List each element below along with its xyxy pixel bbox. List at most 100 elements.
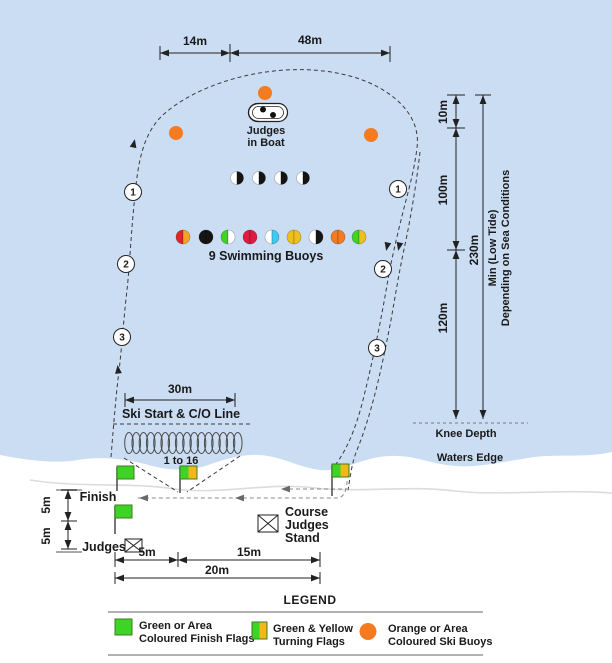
return-arrow-icon <box>139 494 148 502</box>
ski-buoy <box>169 126 183 140</box>
return-arrow-icon <box>235 494 244 502</box>
legend-item-1-line-1: Green or Area <box>139 620 213 632</box>
judge-buoy <box>280 171 288 185</box>
dim-48m: 48m <box>298 33 322 47</box>
ski-lane-oval <box>131 432 142 454</box>
ski-lane-oval <box>218 432 229 454</box>
course-marker-label: 2 <box>380 265 386 276</box>
swim-buoy <box>337 229 346 245</box>
legend-turning-flag-swatch <box>251 621 268 640</box>
ski-lane-oval <box>174 432 185 454</box>
judge-buoy <box>302 171 310 185</box>
dim-5m-lower: 5m <box>39 527 53 544</box>
funnel-line-left <box>123 457 179 493</box>
turning-flag-middle <box>179 465 198 493</box>
judges-boat-icon <box>247 102 289 123</box>
course-arrow-up-icon <box>129 139 137 149</box>
legend-orange-buoy-swatch <box>359 623 377 640</box>
ski-lane-oval <box>160 432 171 454</box>
judge-buoy <box>230 171 238 185</box>
course-marker-label: 1 <box>130 188 136 199</box>
course-judges-stand-label-1: Course <box>285 505 328 519</box>
legend-item-1-line-2: Coloured Finish Flags <box>139 633 255 645</box>
legend-item-2-line-2: Turning Flags <box>273 636 345 648</box>
course-outline <box>110 69 418 465</box>
judges-boat-label-2: in Boat <box>247 137 285 149</box>
swim-buoy <box>249 229 258 245</box>
swim-buoy <box>175 229 184 245</box>
swim-buoy <box>198 229 207 245</box>
course-arrow-down-icon <box>384 241 392 251</box>
judges-stand-icon <box>124 538 143 553</box>
water-area <box>0 0 612 471</box>
swim-buoy <box>358 229 367 245</box>
course-arrow-up-icon <box>115 365 122 374</box>
ski-buoy <box>258 86 272 100</box>
dim-230m: 230m <box>467 235 481 266</box>
swim-buoy <box>293 229 302 245</box>
swim-buoy <box>220 229 229 245</box>
course-judges-stand-label-3: Stand <box>285 531 320 545</box>
judge-buoy <box>236 171 244 185</box>
right-dimensions: 10m 100m 230m 120m Min (Low Tide) Depend… <box>436 94 512 419</box>
swim-buoy <box>182 229 191 245</box>
knee-depth-label: Knee Depth <box>435 428 496 440</box>
top-dimension: 14m 48m <box>159 33 391 62</box>
finish-flag-top <box>116 465 135 491</box>
legend: LEGEND Green or Area Coloured Finish Fla… <box>108 593 493 656</box>
swim-buoy <box>227 229 236 245</box>
legend-title: LEGEND <box>283 593 336 607</box>
ski-lane-oval <box>196 432 207 454</box>
ski-lane-oval <box>189 432 200 454</box>
beach-return-line-b <box>137 480 348 499</box>
swim-buoy <box>351 229 360 245</box>
judge-buoy <box>296 171 304 185</box>
course-marker <box>113 328 131 346</box>
ski-lane-oval <box>203 432 214 454</box>
legend-item-3-line-2: Coloured Ski Buoys <box>388 636 493 648</box>
finish-flag-bottom <box>114 504 133 534</box>
course-judges-stand-label-2: Judges <box>285 518 329 532</box>
course-marker <box>368 339 386 357</box>
judge-buoy <box>258 171 266 185</box>
ski-lane-oval <box>182 432 192 454</box>
judges-label: Judges <box>82 540 126 554</box>
judge-buoy <box>252 171 260 185</box>
swim-buoy <box>286 229 295 245</box>
ski-lane-oval <box>232 432 243 454</box>
min-tide-label-1: Min (Low Tide) <box>487 209 499 286</box>
ski-lane-ovals <box>124 432 243 454</box>
funnel-line-right <box>186 455 241 493</box>
ski-lane-oval <box>167 432 178 454</box>
swim-buoy <box>330 229 339 245</box>
course-markers: 1 2 3 1 2 3 <box>113 180 407 357</box>
ski-positions-label: 1 to 16 <box>164 455 199 467</box>
ski-start-dimension: 30m <box>124 382 236 407</box>
course-return-lane <box>347 151 421 491</box>
course-marker-label: 1 <box>395 185 401 196</box>
swim-buoy <box>242 229 251 245</box>
swimming-buoys <box>175 229 367 245</box>
course-marker <box>389 180 407 198</box>
course-marker-label: 2 <box>123 260 129 271</box>
swim-buoys-label: 9 Swimming Buoys <box>209 249 324 263</box>
dim-10m: 10m <box>436 100 450 124</box>
ski-lane-oval <box>225 432 236 454</box>
dim-30m: 30m <box>168 382 192 396</box>
course-marker-label: 3 <box>119 333 125 344</box>
judge-buoys <box>230 171 310 185</box>
swim-buoy <box>271 229 280 245</box>
ski-lane-oval <box>145 432 156 454</box>
course-marker-label: 3 <box>374 344 380 355</box>
course-marker <box>124 183 142 201</box>
ski-start-label: Ski Start & C/O Line <box>122 407 240 421</box>
swim-buoy <box>308 229 317 245</box>
dim-120m: 120m <box>436 303 450 334</box>
turning-flag-right <box>331 463 350 496</box>
swim-buoy <box>264 229 273 245</box>
min-tide-label-2: Depending on Sea Conditions <box>500 170 512 326</box>
finish-label: Finish <box>80 490 117 504</box>
swim-buoy <box>205 229 214 245</box>
ski-lane-oval <box>211 432 221 454</box>
